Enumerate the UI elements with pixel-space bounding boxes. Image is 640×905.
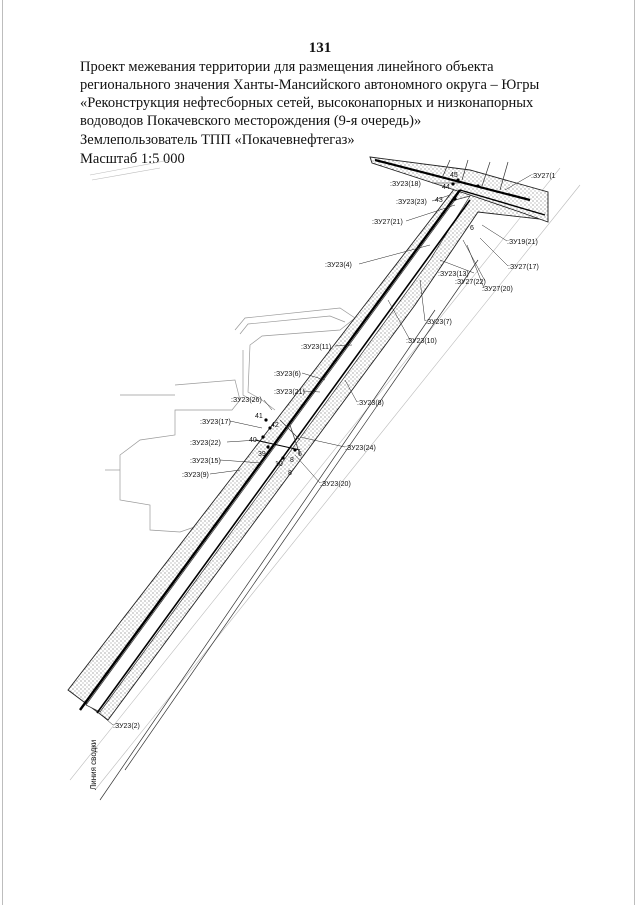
boundary-points (261, 178, 480, 460)
parcel-label: :ЗУ23(11) (301, 344, 331, 351)
parcel-label: :ЗУ23(20) (320, 481, 351, 488)
leader-lines (99, 174, 532, 726)
parcel-label: :ЗУ19(21) (507, 239, 538, 246)
point-number: 39 (258, 451, 266, 458)
background-lines (69, 159, 581, 791)
parcel-label: :ЗУ23(15) (190, 458, 221, 465)
point-number: 42 (271, 422, 279, 429)
point-number: 45 (450, 172, 458, 179)
document-header: Проект межевания территории для размещен… (80, 58, 600, 168)
scan-edge-right (634, 0, 635, 905)
parcel-label: :ЗУ23(10) (406, 338, 437, 345)
point-number: 8 (290, 457, 294, 464)
parcel-label: :ЗУ23(6) (274, 371, 301, 378)
point-number: 10 (275, 461, 283, 468)
page-number: 131 (308, 40, 332, 56)
point-number: 6 (298, 451, 302, 458)
parcel-label: :ЗУ23(18) (390, 181, 421, 188)
map-scale: Масштаб 1:5 000 (80, 151, 185, 167)
point-number: 6 (470, 225, 474, 232)
parcel-label: :ЗУ23(9) (182, 472, 209, 479)
corridor-inner-white (85, 195, 471, 713)
point-numbers: 45 44 43 6 41 42 40 39 8 10 6 8 (249, 172, 474, 477)
parcel-label: :ЗУ23(23) (396, 199, 427, 206)
point-number: 8 (288, 470, 292, 477)
parcel-label: :ЗУ23(13) (438, 271, 469, 278)
parcel-label: :ЗУ23(26) (231, 397, 262, 404)
parcel-label: :ЗУ23(24) (345, 445, 376, 452)
parcel-label: :ЗУ27(20) (482, 286, 513, 293)
parcel-label: :ЗУ27(1 (531, 173, 556, 180)
title-line-3: «Реконструкция нефтесборных сетей, высок… (80, 95, 534, 111)
parcel-labels: :ЗУ23(18) :ЗУ27(1 :ЗУ23(23) :ЗУ27(21) :З… (113, 173, 556, 730)
parcel-label: :ЗУ23(17) (200, 419, 231, 426)
point-number: 43 (435, 197, 443, 204)
parcel-label: :ЗУ23(4) (325, 262, 352, 269)
point-number: 40 (249, 437, 257, 444)
land-user: Землепользователь ТПП «Покачевнефтегаз» (80, 132, 355, 148)
parcel-label: :ЗУ23(7) (425, 319, 452, 326)
point-number: 44 (442, 184, 450, 191)
parcel-label: :ЗУ23(8) (357, 400, 384, 407)
parcel-label: :ЗУ23(21) (274, 389, 305, 396)
parcel-label: :ЗУ23(2) (113, 723, 140, 730)
title-line-1: Проект межевания территории для размещен… (80, 59, 494, 75)
title-line-2: регионального значения Ханты-Мансийского… (80, 77, 540, 93)
title-line-4: водоводов Покачевского месторождения (9-… (80, 113, 422, 129)
scan-edge-left (2, 0, 3, 905)
site-outline (105, 307, 356, 533)
parcel-label: :ЗУ27(21) (372, 219, 403, 226)
linia-svodki-label: Линия сводки (89, 740, 98, 790)
parcel-label: :ЗУ27(22) (455, 279, 486, 286)
boundaries (99, 159, 509, 801)
point-number: 41 (255, 413, 263, 420)
parcel-label: :ЗУ23(22) (190, 440, 221, 447)
parcel-label: :ЗУ27(17) (508, 264, 539, 271)
